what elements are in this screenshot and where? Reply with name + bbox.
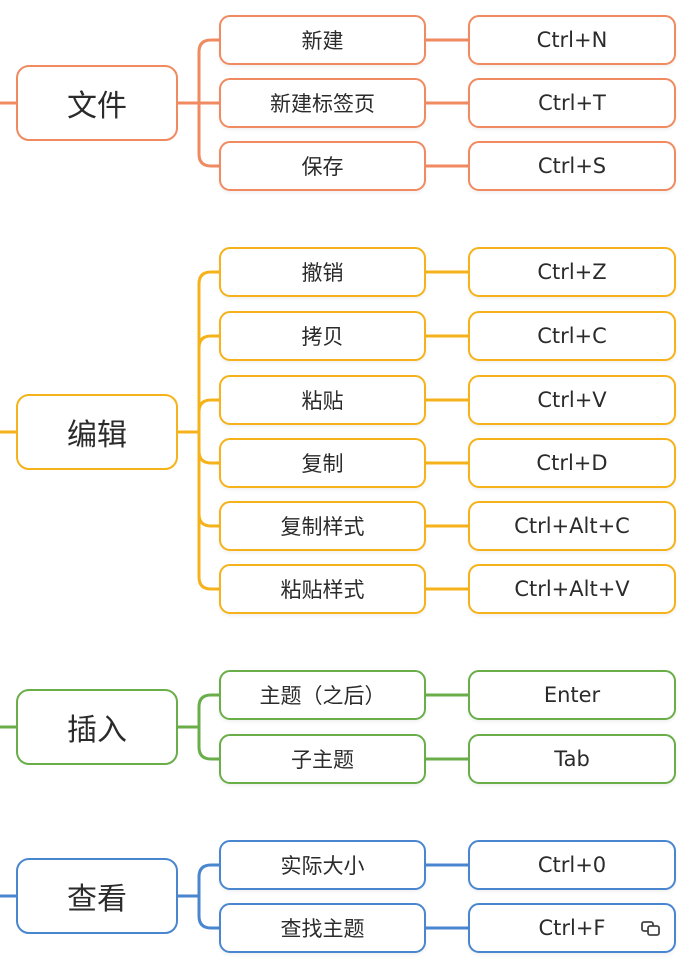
shortcut-node[interactable]: Ctrl+F — [468, 903, 676, 953]
command-node[interactable]: 实际大小 — [219, 840, 426, 890]
category-node[interactable]: 文件 — [16, 65, 178, 141]
branch-line — [197, 693, 221, 729]
command-node[interactable]: 新建标签页 — [219, 78, 426, 128]
shortcut-node-text: Ctrl+N — [536, 28, 608, 52]
command-node-text: 主题（之后） — [259, 684, 386, 708]
category-node-text: 查看 — [67, 882, 127, 917]
command-node-text: 粘贴样式 — [280, 578, 365, 602]
command-node[interactable]: 复制样式 — [219, 501, 426, 551]
shortcut-node-text: Ctrl+S — [537, 154, 607, 178]
category-node[interactable]: 插入 — [16, 689, 178, 765]
shortcut-node-text: Tab — [554, 747, 590, 771]
command-node-text: 粘贴 — [301, 389, 344, 413]
branch-line — [197, 334, 221, 434]
shortcut-node[interactable]: Tab — [468, 734, 676, 784]
shortcut-node[interactable]: Ctrl+C — [468, 311, 676, 361]
branch-line — [197, 863, 221, 898]
category-node-text: 编辑 — [67, 418, 127, 453]
command-node[interactable]: 复制 — [219, 438, 426, 488]
branch-line — [197, 101, 221, 168]
branch-line — [197, 430, 221, 591]
shortcut-node[interactable]: Ctrl+N — [468, 15, 676, 65]
shortcut-node-text: Ctrl+C — [537, 324, 607, 348]
shortcut-node[interactable]: Ctrl+0 — [468, 840, 676, 890]
shortcut-node-text: Ctrl+D — [536, 451, 608, 475]
shortcut-node-text: Ctrl+Z — [537, 260, 607, 284]
command-node-text: 拷贝 — [301, 325, 344, 349]
command-node-text: 保存 — [301, 155, 344, 179]
command-node[interactable]: 撤销 — [219, 247, 426, 297]
shortcut-node-text: Ctrl+0 — [537, 853, 607, 877]
category-node[interactable]: 编辑 — [16, 394, 178, 470]
command-node-text: 复制样式 — [280, 515, 365, 539]
shortcut-node-text: Enter — [543, 683, 601, 707]
shortcut-node-text: Ctrl+V — [537, 388, 607, 412]
category-node-text: 插入 — [67, 713, 127, 748]
shortcut-node[interactable]: Ctrl+Alt+C — [468, 501, 676, 551]
shortcut-node[interactable]: Ctrl+V — [468, 375, 676, 425]
shortcut-node-text: Ctrl+Alt+V — [514, 577, 630, 601]
command-node[interactable]: 粘贴样式 — [219, 564, 426, 614]
category-node-text: 文件 — [67, 89, 127, 124]
command-node-text: 查找主题 — [280, 917, 365, 941]
shortcut-node[interactable]: Ctrl+Alt+V — [468, 564, 676, 614]
command-node[interactable]: 查找主题 — [219, 903, 426, 953]
command-node-text: 复制 — [301, 452, 344, 476]
shortcut-node[interactable]: Enter — [468, 670, 676, 720]
copy-icon[interactable] — [640, 919, 662, 937]
shortcut-node[interactable]: Ctrl+Z — [468, 247, 676, 297]
branch-line — [197, 398, 221, 434]
branch-line — [197, 430, 221, 465]
command-node-text: 实际大小 — [280, 854, 365, 878]
shortcut-node[interactable]: Ctrl+D — [468, 438, 676, 488]
command-node-text: 新建标签页 — [270, 92, 375, 116]
branch-line — [197, 270, 221, 434]
branch-line — [197, 894, 221, 930]
branch-line — [197, 430, 221, 528]
command-node[interactable]: 主题（之后） — [219, 670, 426, 720]
shortcut-node-text: Ctrl+F — [538, 916, 606, 940]
shortcut-node-text: Ctrl+T — [538, 91, 606, 115]
command-node-text: 子主题 — [291, 748, 354, 772]
command-node[interactable]: 保存 — [219, 141, 426, 191]
command-node[interactable]: 粘贴 — [219, 375, 426, 425]
shortcut-node-text: Ctrl+Alt+C — [514, 514, 630, 538]
command-node[interactable]: 新建 — [219, 15, 426, 65]
command-node-text: 撤销 — [301, 261, 344, 285]
command-node-text: 新建 — [301, 29, 344, 53]
shortcut-node[interactable]: Ctrl+S — [468, 141, 676, 191]
branch-line — [197, 725, 221, 761]
command-node[interactable]: 子主题 — [219, 734, 426, 784]
branch-line — [197, 38, 221, 105]
shortcut-node[interactable]: Ctrl+T — [468, 78, 676, 128]
command-node[interactable]: 拷贝 — [219, 311, 426, 361]
category-node[interactable]: 查看 — [16, 858, 178, 934]
